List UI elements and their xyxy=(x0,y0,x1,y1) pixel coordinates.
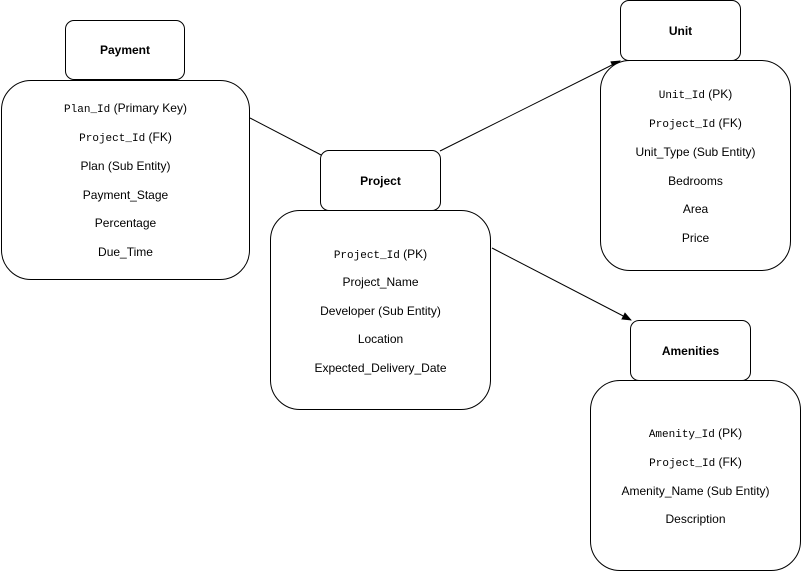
payment-attr-4: Payment_Stage xyxy=(82,188,169,202)
unit-attr-2: Project_Id (FK) xyxy=(649,116,742,131)
project-attr-2: Project_Name xyxy=(342,275,419,289)
project-attr-3: Developer (Sub Entity) xyxy=(320,304,441,318)
unit-attr-4: Bedrooms xyxy=(668,174,723,188)
unit-entity-title[interactable]: Unit xyxy=(620,0,741,61)
project-attr-5: Expected_Delivery_Date xyxy=(314,361,447,375)
project-title-text: Project xyxy=(360,173,401,188)
edge-payment-project xyxy=(249,117,326,158)
unit-title-text: Unit xyxy=(668,23,693,38)
unit-attr-3: Unit_Type (Sub Entity) xyxy=(635,145,756,159)
payment-entity-body[interactable]: Plan_Id (Primary Key) Project_Id (FK) Pl… xyxy=(1,80,250,280)
unit-attr-5: Area xyxy=(682,202,709,216)
amenities-entity-body[interactable]: Amenity_Id (PK) Project_Id (FK) Amenity_… xyxy=(590,380,801,571)
unit-attr-6: Price xyxy=(681,231,710,245)
amenities-title-text: Amenities xyxy=(661,343,720,358)
amenities-attr-3: Amenity_Name (Sub Entity) xyxy=(621,484,770,498)
amenities-attr-2: Project_Id (FK) xyxy=(649,455,742,470)
amenities-attr-4: Description xyxy=(665,512,726,526)
project-entity-body[interactable]: Project_Id (PK) Project_Name Developer (… xyxy=(270,210,491,410)
payment-attr-1: Plan_Id (Primary Key) xyxy=(64,101,187,116)
unit-entity-body[interactable]: Unit_Id (PK) Project_Id (FK) Unit_Type (… xyxy=(600,60,791,271)
payment-attr-2: Project_Id (FK) xyxy=(79,130,172,145)
payment-attr-3: Plan (Sub Entity) xyxy=(80,159,171,173)
amenities-entity-title[interactable]: Amenities xyxy=(630,320,751,381)
payment-title-text: Payment xyxy=(99,43,151,57)
project-entity-title[interactable]: Project xyxy=(320,150,441,211)
unit-attr-1: Unit_Id (PK) xyxy=(658,87,733,102)
payment-attr-6: Due_Time xyxy=(98,245,153,259)
project-attr-4: Location xyxy=(357,332,404,346)
payment-attr-5: Percentage xyxy=(94,216,157,230)
amenities-attr-1: Amenity_Id (PK) xyxy=(648,426,743,441)
edge-project-unit xyxy=(439,60,621,152)
project-attr-1: Project_Id (PK) xyxy=(333,247,428,262)
payment-entity-title[interactable]: Payment xyxy=(65,20,185,80)
edge-project-amenities xyxy=(491,247,632,321)
